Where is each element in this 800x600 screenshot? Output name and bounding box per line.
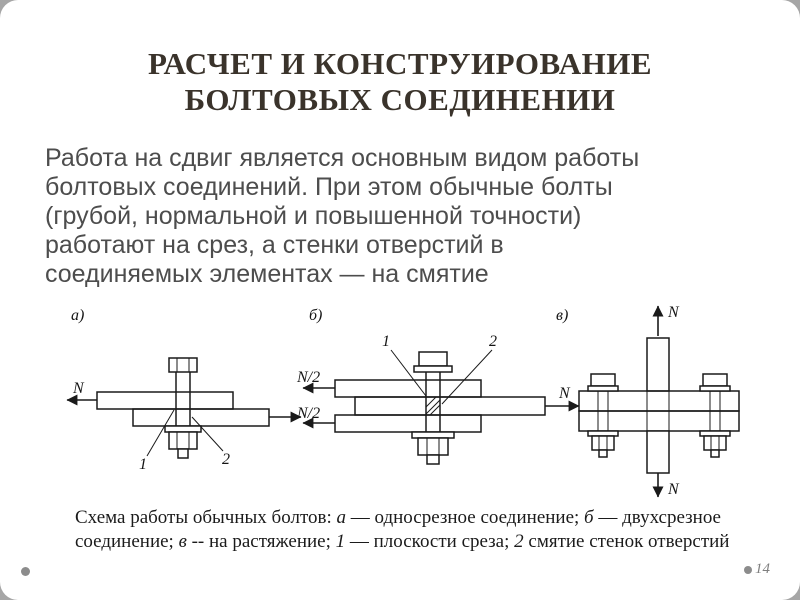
caption-segment: Схема работы обычных болтов: <box>75 507 337 528</box>
body-line: болтовых соединений. При этом обычные бо… <box>45 173 613 201</box>
plate-b-outer-top <box>334 379 482 398</box>
body-line: работают на срез, а стенки отверстий в <box>45 231 504 259</box>
plate-a-bottom <box>132 408 270 427</box>
title-line-2: БОЛТОВЫХ СОЕДИНЕНИИ <box>184 82 616 117</box>
caption-segment: — двухсрезное соединение; <box>75 507 721 552</box>
force-n-label-v-bottom: N <box>667 481 680 498</box>
template-bullet-left <box>21 567 30 576</box>
page-number-value: 14 <box>755 561 770 577</box>
bolt-connection-figure: а) N 1 2 б) N/2 N/2 N 1 2 в) N N <box>55 296 755 503</box>
plate-b-outer-bottom <box>334 414 482 433</box>
body-line: соединяемых элементах — на смятие <box>45 260 489 288</box>
body-line: Работа на сдвиг является основным видом … <box>45 144 640 172</box>
caption-segment: — односрезное соединение; <box>346 507 585 528</box>
bolt-b-head <box>413 351 453 373</box>
force-n-half-label-bottom: N/2 <box>296 405 320 422</box>
caption-segment: в <box>178 531 187 552</box>
scheme-a-label: а) <box>71 307 84 324</box>
bolt-diagram-svg: а) N 1 2 б) N/2 N/2 N 1 2 в) N N <box>66 304 740 498</box>
caption-segment: смятие стенок отверстий <box>523 531 730 552</box>
caption-segment: 1 <box>335 531 346 552</box>
flange-lower <box>578 410 740 432</box>
scheme-v <box>578 305 740 498</box>
scheme-b-label: б) <box>309 307 322 324</box>
leader-a-2 <box>191 416 224 452</box>
body-paragraph: Работа на сдвиг является основным видом … <box>45 144 765 289</box>
bolt-b-shank <box>425 372 441 438</box>
title-line-1: РАСЧЕТ И КОНСТРУИРОВАНИЕ <box>147 46 653 81</box>
slide-title: РАСЧЕТ И КОНСТРУИРОВАНИЕ БОЛТОВЫХ СОЕДИН… <box>0 46 800 118</box>
callout-1-label-a: 1 <box>139 456 147 473</box>
force-n-half-label-top: N/2 <box>296 369 320 386</box>
caption-segment: б <box>584 507 594 528</box>
bolt-v-left <box>587 373 619 458</box>
caption-segment: 2 <box>514 531 524 552</box>
callout-2-label-a: 2 <box>222 451 230 468</box>
bolt-v-right <box>699 373 731 458</box>
bolt-a-nut <box>164 425 202 459</box>
force-n-label-a: N <box>72 380 85 397</box>
plate-b-middle <box>354 396 546 416</box>
stem-top <box>646 337 670 392</box>
bolt-b-nut <box>411 431 455 465</box>
scheme-b <box>302 349 580 465</box>
scheme-a <box>66 357 302 459</box>
leader-b-1 <box>390 349 427 397</box>
stem-bottom <box>646 430 670 474</box>
page-number-bullet-icon <box>744 565 752 574</box>
plate-a-top <box>96 391 234 410</box>
callout-1-label-b: 1 <box>382 333 390 350</box>
flange-upper <box>578 390 740 412</box>
figure-caption: Схема работы обычных болтов: а — односре… <box>75 506 730 554</box>
leader-a-1 <box>146 409 175 457</box>
scheme-v-label: в) <box>556 307 568 324</box>
body-line: (грубой, нормальной и повышенной точност… <box>45 202 582 230</box>
force-n-label-b: N <box>558 385 571 402</box>
force-n-label-v-top: N <box>667 304 680 321</box>
leader-b-2 <box>441 349 493 405</box>
page-number: 14 <box>744 561 770 578</box>
bolt-a-head <box>168 357 198 373</box>
caption-segment: -- на растяжение; <box>186 531 336 552</box>
callout-2-label-b: 2 <box>489 333 497 350</box>
caption-segment: а <box>336 507 347 528</box>
caption-segment: — плоскости среза; <box>345 531 515 552</box>
